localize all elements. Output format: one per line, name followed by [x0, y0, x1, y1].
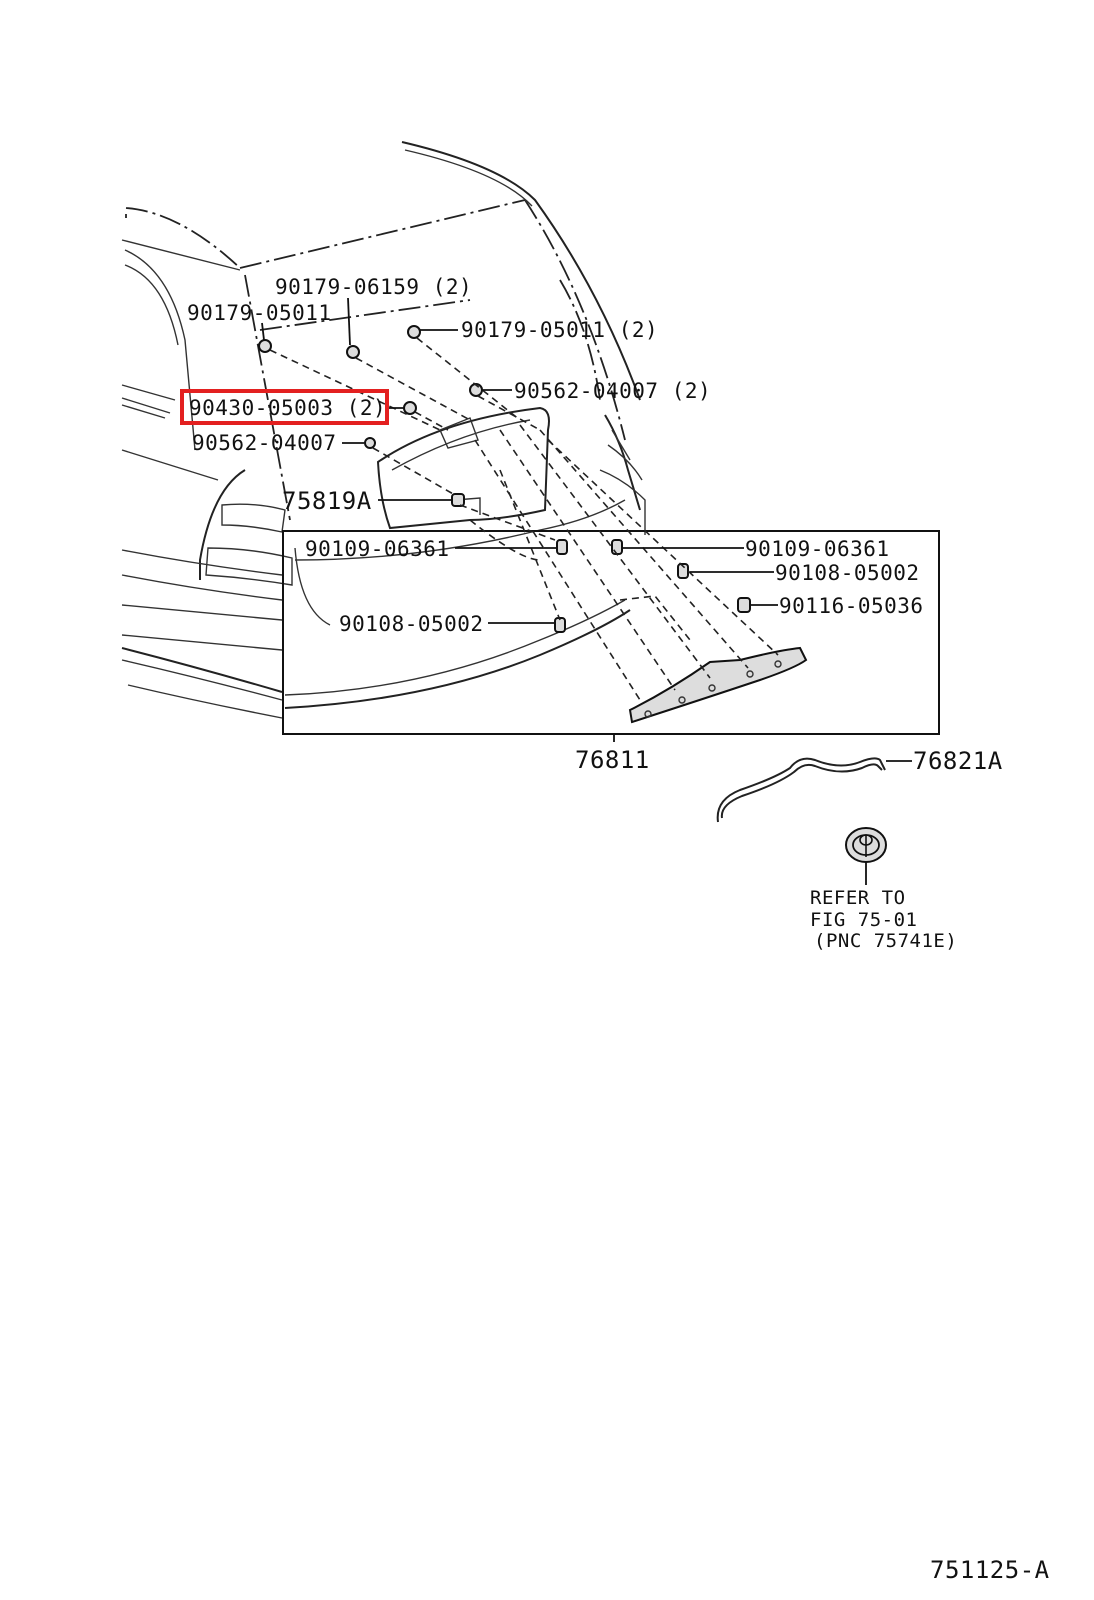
bolt-icon	[737, 597, 751, 613]
vehicle-body-outline	[121, 141, 646, 719]
clip-icon	[556, 539, 568, 555]
clip-icon	[451, 493, 465, 507]
garnish-76811	[628, 646, 808, 724]
callout-90179-05011: 90179-05011	[187, 301, 332, 325]
reference-note-line3: (PNC 75741E)	[814, 930, 957, 952]
washer-icon	[364, 437, 376, 449]
nut-icon	[346, 345, 360, 359]
license-garnish-upper	[376, 406, 550, 530]
highlight-box	[180, 389, 389, 425]
reference-note-line2: FIG 75-01	[810, 909, 917, 931]
figure-code: 751125-A	[930, 1556, 1050, 1584]
weatherstrip-76821A	[716, 757, 886, 823]
callout-90109-06361-left: 90109-06361	[305, 537, 450, 561]
emblem-icon	[845, 827, 887, 885]
callout-90562-04007-2: 90562-04007 (2)	[514, 379, 711, 403]
callout-90108-05002-right: 90108-05002	[775, 561, 920, 585]
screw-icon	[677, 563, 689, 579]
washer-icon	[403, 401, 417, 415]
callout-90562-04007: 90562-04007	[192, 431, 337, 455]
callout-90108-05002-left: 90108-05002	[339, 612, 484, 636]
callout-76821A: 76821A	[913, 747, 1003, 775]
callout-90116-05036: 90116-05036	[779, 594, 924, 618]
nut-icon	[258, 339, 272, 353]
callout-90430-05003: 90430-05003 (2)	[189, 396, 386, 420]
detail-frame	[282, 530, 940, 735]
leader-lines	[261, 297, 912, 762]
callout-90179-06159: 90179-06159 (2)	[275, 275, 472, 299]
callout-90179-05011-2: 90179-05011 (2)	[461, 318, 658, 342]
callout-76811: 76811	[575, 746, 650, 774]
clip-icon	[611, 539, 623, 555]
nut-icon	[407, 325, 421, 339]
callout-90109-06361-right: 90109-06361	[745, 537, 890, 561]
callout-75819A: 75819A	[282, 487, 372, 515]
screw-icon	[554, 617, 566, 633]
reference-note-line1: REFER TO	[810, 887, 906, 909]
